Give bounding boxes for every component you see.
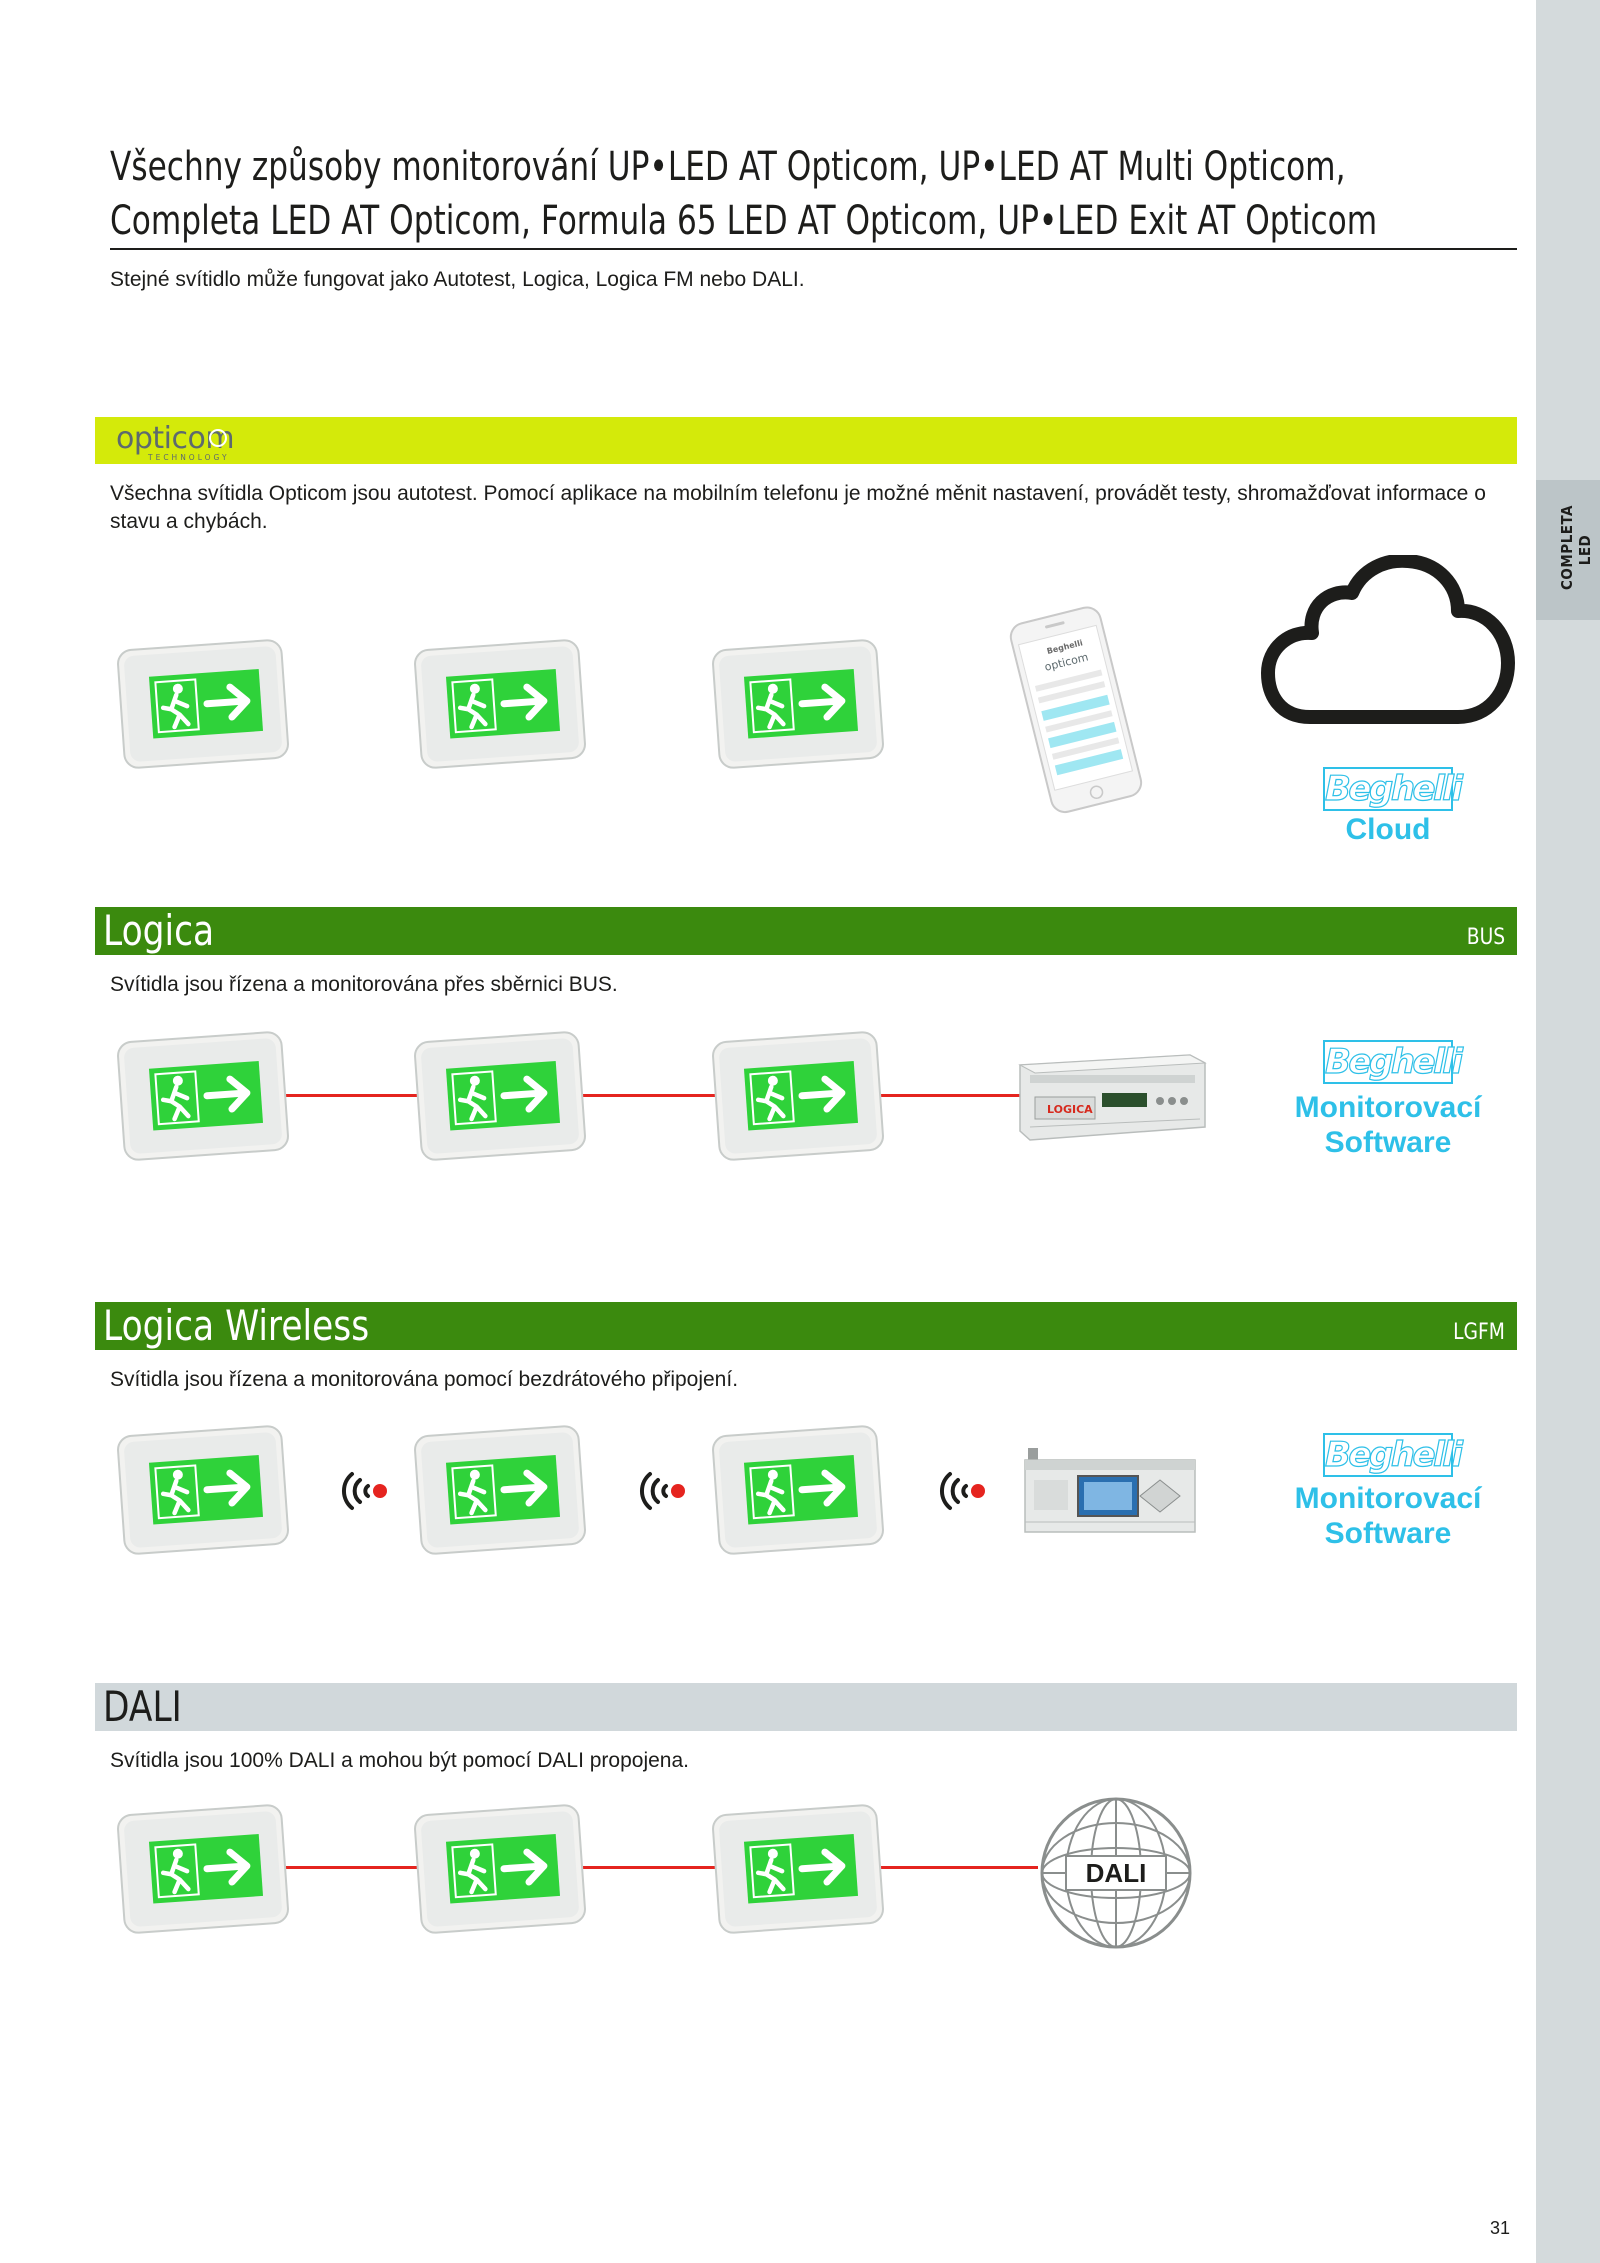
software-label: Monitorovací Software	[1294, 1091, 1482, 1159]
section-bar-logica-wireless: Logica Wireless LGFM	[95, 1302, 1517, 1350]
chapter-tab	[1536, 480, 1600, 620]
opticom-logo: opticom TECHNOLOGY	[114, 418, 264, 464]
beghelli-logo: Beghelli	[1323, 1433, 1464, 1477]
svg-text:LOGICA: LOGICA	[1047, 1103, 1093, 1116]
page-title: Všechny způsoby monitorování UP•LED AT O…	[110, 140, 1378, 248]
exit-sign	[710, 1421, 886, 1559]
dali-connection-line	[878, 1866, 1038, 1869]
logica-description: Svítidla jsou řízena a monitorována přes…	[110, 973, 618, 996]
exit-sign	[115, 1421, 291, 1559]
page-title-line-1: Všechny způsoby monitorování UP•LED AT O…	[110, 144, 1346, 190]
software-label: Monitorovací Software	[1294, 1482, 1482, 1550]
section-title-logica-wireless: Logica Wireless	[103, 1301, 370, 1350]
dali-connection-line	[582, 1866, 717, 1869]
dali-globe-label: DALI	[1086, 1858, 1147, 1888]
dali-globe-icon: DALI	[1035, 1792, 1197, 1954]
bus-connection-line	[878, 1094, 1020, 1097]
opticom-logo-word: opticom	[116, 421, 234, 456]
exit-sign	[115, 635, 291, 773]
section-bar-dali: DALI	[95, 1683, 1517, 1731]
bus-connection-line	[285, 1094, 420, 1097]
title-underline	[110, 248, 1517, 250]
exit-sign	[115, 1800, 291, 1938]
exit-sign	[412, 1421, 588, 1559]
exit-sign	[710, 1027, 886, 1165]
opticom-description: Všechna svítidla Opticom jsou autotest. …	[110, 482, 1486, 533]
section-title-dali: DALI	[103, 1682, 182, 1731]
side-strip	[1536, 0, 1600, 2263]
cloud-label: Cloud	[1345, 813, 1431, 846]
beghelli-logo: Beghelli	[1323, 1040, 1464, 1084]
exit-sign	[710, 635, 886, 773]
bus-connection-line	[582, 1094, 717, 1097]
wireless-signal-icon	[330, 1466, 390, 1521]
cloud-icon	[1258, 553, 1518, 730]
logica-controller-image: LOGICA	[1010, 1035, 1210, 1150]
dali-connection-line	[285, 1866, 420, 1869]
beghelli-logo: Beghelli	[1323, 767, 1464, 811]
logica-wireless-description: Svítidla jsou řízena a monitorována pomo…	[110, 1368, 739, 1391]
opticom-bar	[95, 417, 1517, 464]
section-tag-lgfm: LGFM	[1453, 1320, 1505, 1345]
chapter-tab-label: COMPLETA LED	[1558, 505, 1594, 590]
exit-sign	[710, 1800, 886, 1938]
wireless-signal-icon	[928, 1466, 988, 1521]
section-title-logica: Logica	[103, 906, 215, 955]
wireless-signal-icon	[628, 1466, 688, 1521]
exit-sign	[412, 1800, 588, 1938]
dali-description: Svítidla jsou 100% DALI a mohou být pomo…	[110, 1749, 689, 1772]
intro-text: Stejné svítidlo může fungovat jako Autot…	[110, 268, 805, 291]
smartphone-image: Beghelli opticom	[1000, 605, 1150, 815]
exit-sign	[115, 1027, 291, 1165]
wireless-controller-image	[1020, 1438, 1200, 1538]
section-bar-logica: Logica BUS	[95, 907, 1517, 955]
opticom-logo-sub: TECHNOLOGY	[147, 453, 230, 462]
section-tag-bus: BUS	[1466, 925, 1505, 950]
page-number: 31	[1490, 2218, 1511, 2238]
exit-sign	[412, 635, 588, 773]
exit-sign	[412, 1027, 588, 1165]
page-title-line-2: Completa LED AT Opticom, Formula 65 LED …	[110, 198, 1378, 244]
